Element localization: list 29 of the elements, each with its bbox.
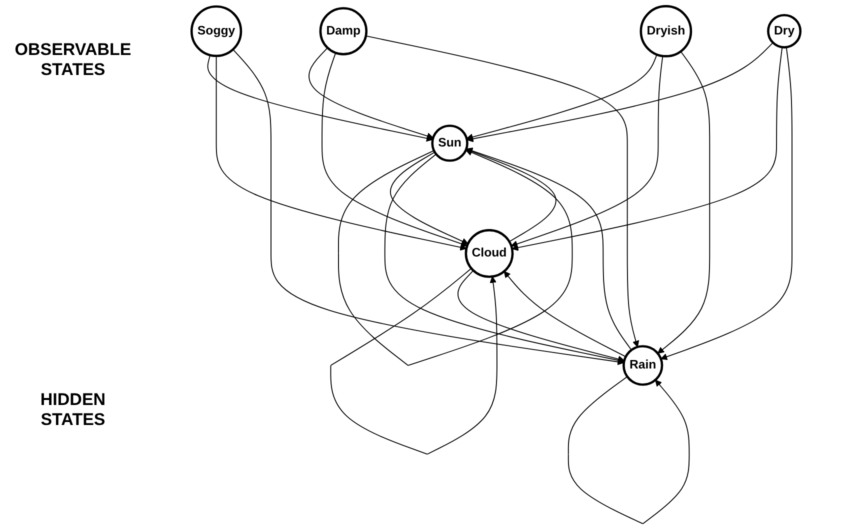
- arrow: [322, 52, 468, 247]
- arrow: [207, 54, 434, 142]
- node-circle: Sun: [431, 124, 468, 162]
- arrow: [338, 149, 573, 366]
- arrow: [365, 35, 640, 348]
- arrow: [657, 50, 710, 354]
- arrow: [466, 42, 774, 142]
- arrow: [308, 47, 434, 140]
- arrow: [660, 46, 792, 360]
- node-circle: Dry: [767, 14, 802, 48]
- node-circle: Dryish: [640, 5, 692, 58]
- arrow: [512, 46, 783, 251]
- arrow: [384, 154, 624, 364]
- arrow: [330, 268, 498, 455]
- arrow: [568, 376, 690, 524]
- arrow: [504, 271, 626, 358]
- arrow: [458, 270, 625, 362]
- node-circle: Cloud: [464, 229, 514, 278]
- section-label: OBSERVABLE STATES: [14, 40, 132, 80]
- arrow: [216, 55, 467, 251]
- arrow: [466, 54, 658, 140]
- section-label: HIDDEN STATES: [39, 390, 107, 430]
- node-circle: Rain: [622, 345, 664, 386]
- arrow: [466, 148, 632, 350]
- node-circle: Damp: [319, 7, 368, 56]
- arrow: [510, 56, 664, 248]
- node-circle: Soggy: [190, 5, 242, 58]
- arrow: [390, 152, 468, 244]
- arrow: [232, 48, 624, 366]
